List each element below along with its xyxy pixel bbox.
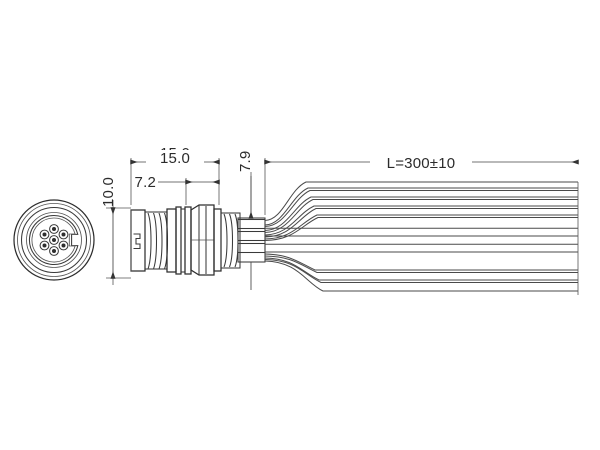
front-view-group: [13, 199, 95, 281]
flange-ring-a: [175, 206, 182, 275]
rear-thread-turns: [223, 213, 239, 268]
socket-3: [58, 240, 69, 251]
mid-collar: [166, 208, 177, 273]
dim-label-length-72: 7.2: [135, 174, 156, 191]
shell-ring-3: [20, 206, 88, 274]
dimension-layer: 10.0 15.0 7.2 7.9 L=300±10 15.0: [100, 145, 579, 295]
strain-relief-hatched: [237, 217, 266, 263]
keyway-profile-detail: [133, 233, 141, 250]
socket-2: [58, 229, 69, 240]
conductor-bundle: [264, 181, 578, 292]
side-view-group: [130, 204, 266, 276]
shell-ring-2: [17, 203, 91, 277]
dim-label-height-79: 7.9: [237, 151, 254, 172]
socket-center: [49, 235, 59, 245]
dim-label-mask-15: [146, 150, 204, 166]
socket-1: [49, 224, 59, 234]
insert-inner-outline: [31, 217, 76, 263]
socket-6: [39, 229, 50, 240]
dim-label-mask-cable: [370, 152, 472, 170]
shell-ring-4: [26, 212, 82, 268]
front-thread-turns: [147, 212, 169, 270]
rear-shoulder: [213, 208, 222, 272]
dim-label-length-15-front: 15.0: [160, 150, 190, 167]
socket-5: [39, 240, 50, 251]
front-face-plate: [130, 209, 146, 272]
dim-label-cable-length: L=300±10: [387, 155, 456, 172]
socket-4: [49, 246, 59, 256]
dim-label-height-10: 10.0: [100, 177, 117, 207]
pin-cluster: [39, 224, 69, 256]
flange-ring-b: [184, 206, 192, 275]
